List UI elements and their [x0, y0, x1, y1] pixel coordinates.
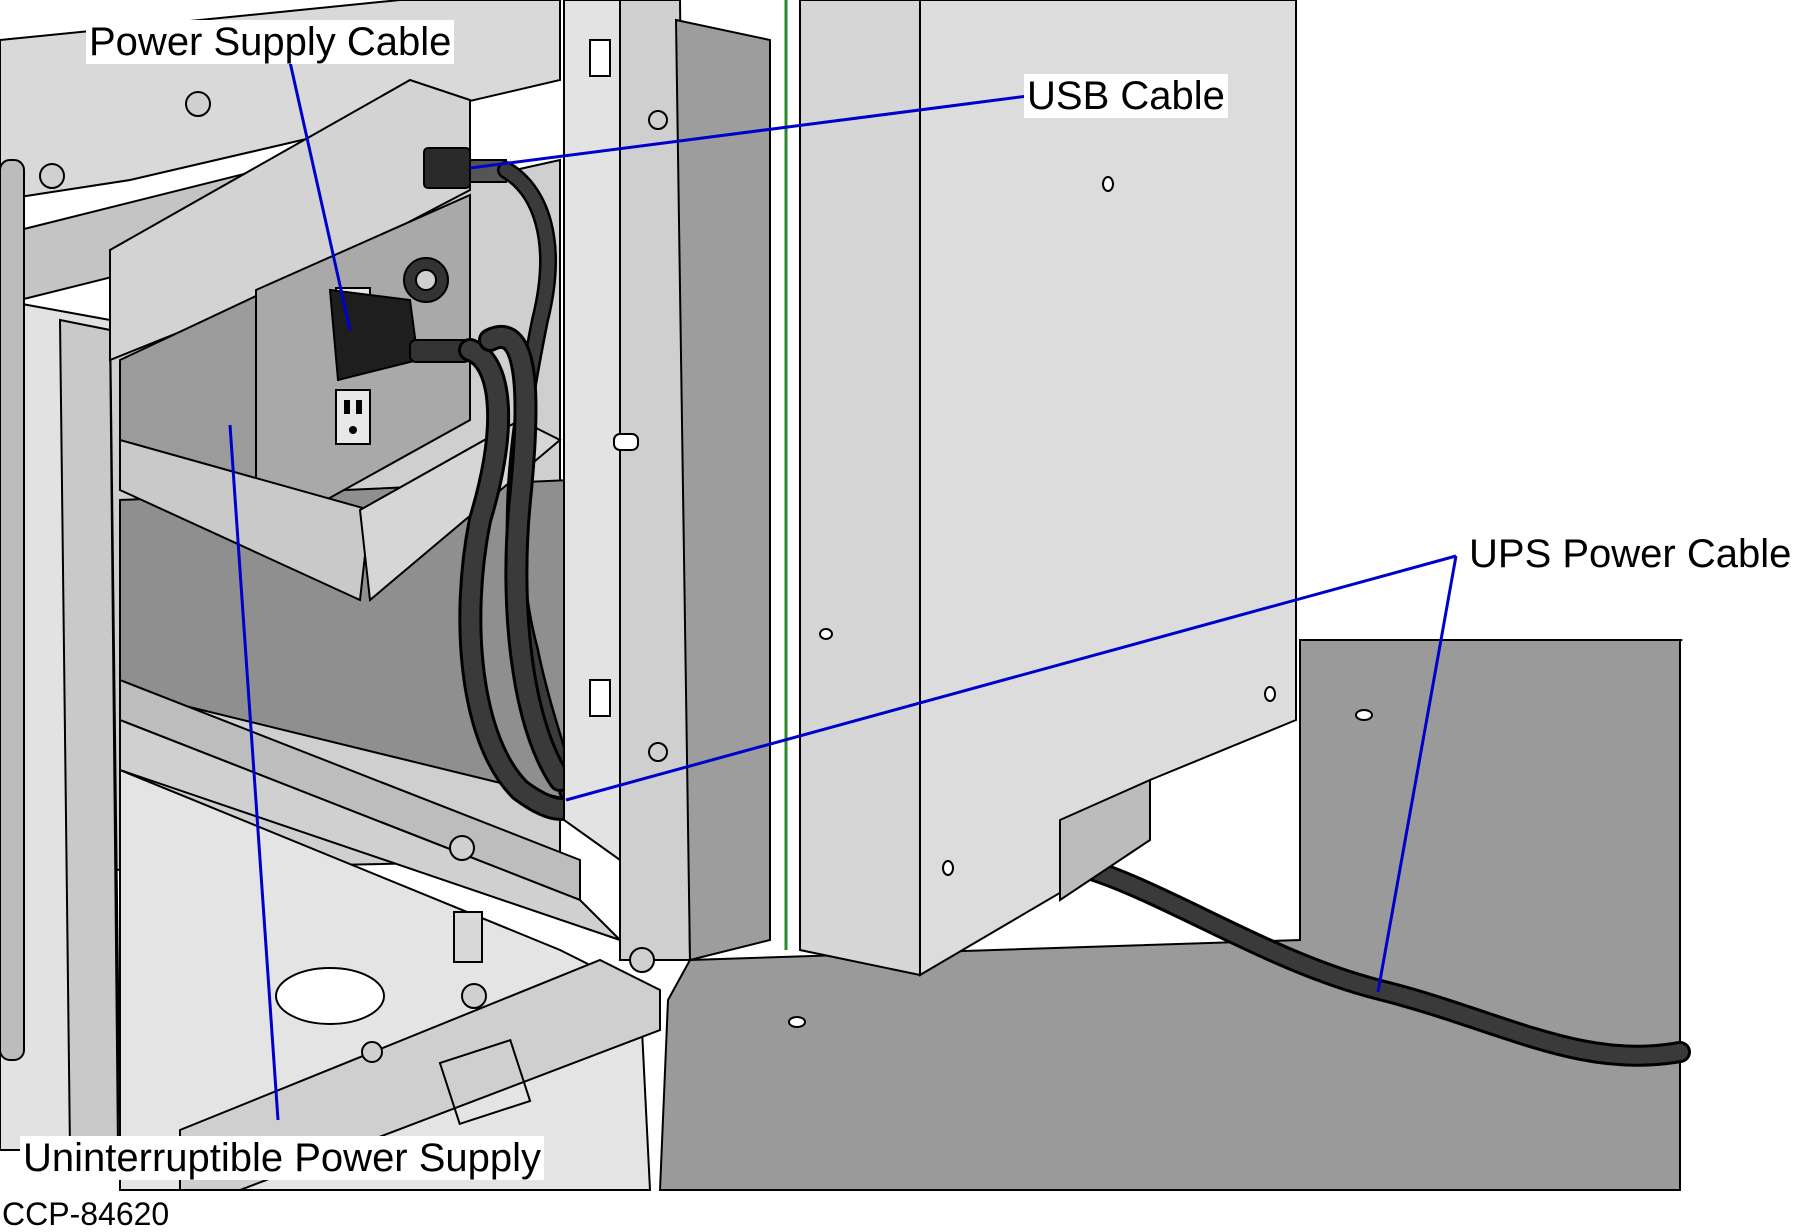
power-plug-icon	[328, 288, 471, 382]
callout-ups-power-cable: UPS Power Cable	[1466, 532, 1795, 576]
leader-uninterruptible-power-supply	[228, 424, 280, 1121]
callout-uninterruptible-power-supply: Uninterruptible Power Supply	[20, 1136, 545, 1180]
callout-usb-cable: USB Cable	[1024, 74, 1228, 118]
figure-id: CCP-84620	[2, 1196, 170, 1232]
callout-power-supply-cable: Power Supply Cable	[86, 20, 455, 64]
floor-surface	[658, 639, 1683, 1191]
floor-hole	[1355, 709, 1373, 721]
leader-ups-power-cable-a	[565, 554, 1457, 802]
leader-power-supply-cable	[288, 61, 352, 331]
mounting-bracket	[563, 0, 788, 973]
floor-hole	[788, 1016, 806, 1028]
cabinet-column	[799, 0, 1297, 977]
leader-lines	[228, 61, 1458, 1121]
cables	[458, 161, 1691, 1067]
outlet-icon	[335, 389, 371, 445]
leader-ups-power-cable-b	[1376, 555, 1458, 993]
leader-usb-cable	[469, 94, 1029, 170]
